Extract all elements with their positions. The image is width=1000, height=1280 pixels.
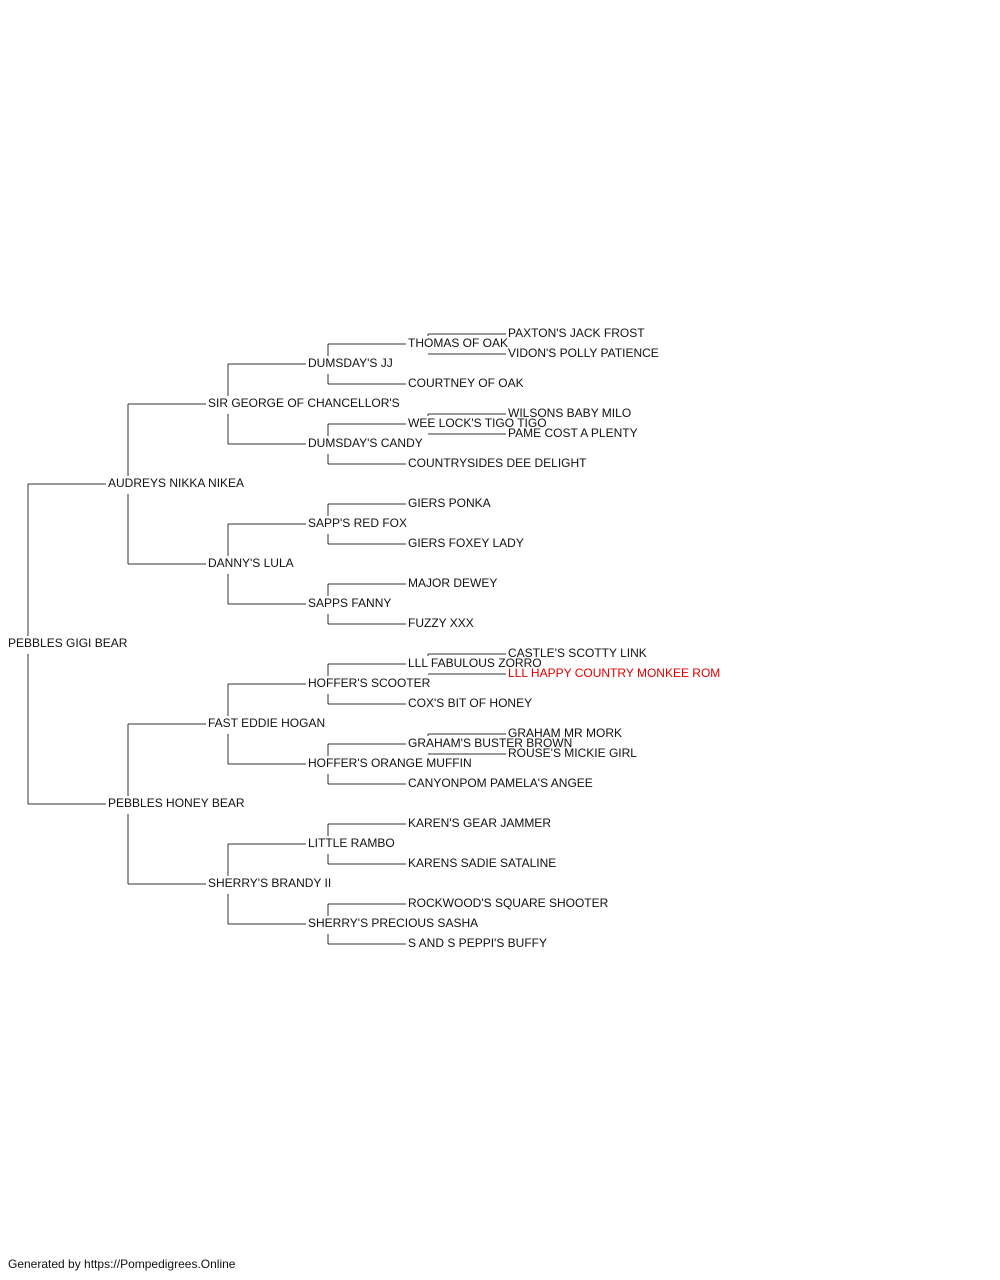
dog-name-root-dam-dam-dam-sire: ROCKWOOD'S SQUARE SHOOTER <box>408 896 609 910</box>
footer-credit: Generated by https://Pompedigrees.Online <box>8 1257 236 1271</box>
dog-name-root-dam-sire-sire: HOFFER'S SCOOTER <box>308 676 431 690</box>
dog-name-root-dam-sire-dam-sire: GRAHAM'S BUSTER BROWN <box>408 736 572 750</box>
dog-name-root-sire-sire-sire-sire: THOMAS OF OAK <box>408 336 508 350</box>
dog-name-root-dam-sire-dam-sire-dam: ROUSE'S MICKIE GIRL <box>508 746 637 760</box>
dog-name-root-sire-dam-sire: SAPP'S RED FOX <box>308 516 407 530</box>
dog-name-root-sire-dam-sire-sire: GIERS PONKA <box>408 496 491 510</box>
dog-name-root-sire-sire-sire: DUMSDAY'S JJ <box>308 356 393 370</box>
dog-name-root-dam-dam-dam-dam: S AND S PEPPI'S BUFFY <box>408 936 547 950</box>
dog-name-root-sire-dam-dam-dam: FUZZY XXX <box>408 616 474 630</box>
dog-name-root-sire-sire-dam-sire: WEE LOCK'S TIGO TIGO <box>408 416 547 430</box>
dog-name-root-sire-dam-sire-dam: GIERS FOXEY LADY <box>408 536 524 550</box>
dog-name-root-dam-sire-dam: HOFFER'S ORANGE MUFFIN <box>308 756 472 770</box>
dog-name-root-dam-dam-sire-sire: KAREN'S GEAR JAMMER <box>408 816 551 830</box>
dog-name-root: PEBBLES GIGI BEAR <box>8 636 128 650</box>
dog-name-root-dam-dam-dam: SHERRY'S PRECIOUS SASHA <box>308 916 478 930</box>
dog-name-root-dam-sire-dam-sire-sire: GRAHAM MR MORK <box>508 726 622 740</box>
dog-name-root-dam-sire: FAST EDDIE HOGAN <box>208 716 325 730</box>
dog-name-root-dam-dam-sire: LITTLE RAMBO <box>308 836 395 850</box>
dog-name-root-sire-sire-dam-sire-dam: PAME COST A PLENTY <box>508 426 638 440</box>
dog-name-root-sire-dam-dam: SAPPS FANNY <box>308 596 391 610</box>
dog-name-root-sire-dam-dam-sire: MAJOR DEWEY <box>408 576 497 590</box>
dog-name-root-sire: AUDREYS NIKKA NIKEA <box>108 476 244 490</box>
dog-name-root-dam-sire-sire-sire: LLL FABULOUS ZORRO <box>408 656 542 670</box>
dog-name-root-sire-sire-dam-sire-sire: WILSONS BABY MILO <box>508 406 631 420</box>
dog-name-root-sire-sire-sire-dam: COURTNEY OF OAK <box>408 376 524 390</box>
dog-name-root-sire-dam: DANNY'S LULA <box>208 556 294 570</box>
dog-name-root-dam-sire-dam-dam: CANYONPOM PAMELA'S ANGEE <box>408 776 593 790</box>
dog-name-root-sire-sire: SIR GEORGE OF CHANCELLOR'S <box>208 396 400 410</box>
dog-name-root-dam: PEBBLES HONEY BEAR <box>108 796 245 810</box>
dog-name-root-dam-sire-sire-dam: COX'S BIT OF HONEY <box>408 696 532 710</box>
dog-name-root-dam-dam: SHERRY'S BRANDY II <box>208 876 331 890</box>
dog-name-root-sire-sire-dam-dam: COUNTRYSIDES DEE DELIGHT <box>408 456 587 470</box>
dog-name-root-sire-sire-sire-sire-sire: PAXTON'S JACK FROST <box>508 326 645 340</box>
dog-name-root-dam-dam-sire-dam: KARENS SADIE SATALINE <box>408 856 556 870</box>
dog-name-root-sire-sire-sire-sire-dam: VIDON'S POLLY PATIENCE <box>508 346 659 360</box>
dog-name-root-sire-sire-dam: DUMSDAY'S CANDY <box>308 436 423 450</box>
dog-name-root-dam-sire-sire-sire-dam: LLL HAPPY COUNTRY MONKEE ROM <box>508 666 720 680</box>
dog-name-root-dam-sire-sire-sire-sire: CASTLE'S SCOTTY LINK <box>508 646 647 660</box>
